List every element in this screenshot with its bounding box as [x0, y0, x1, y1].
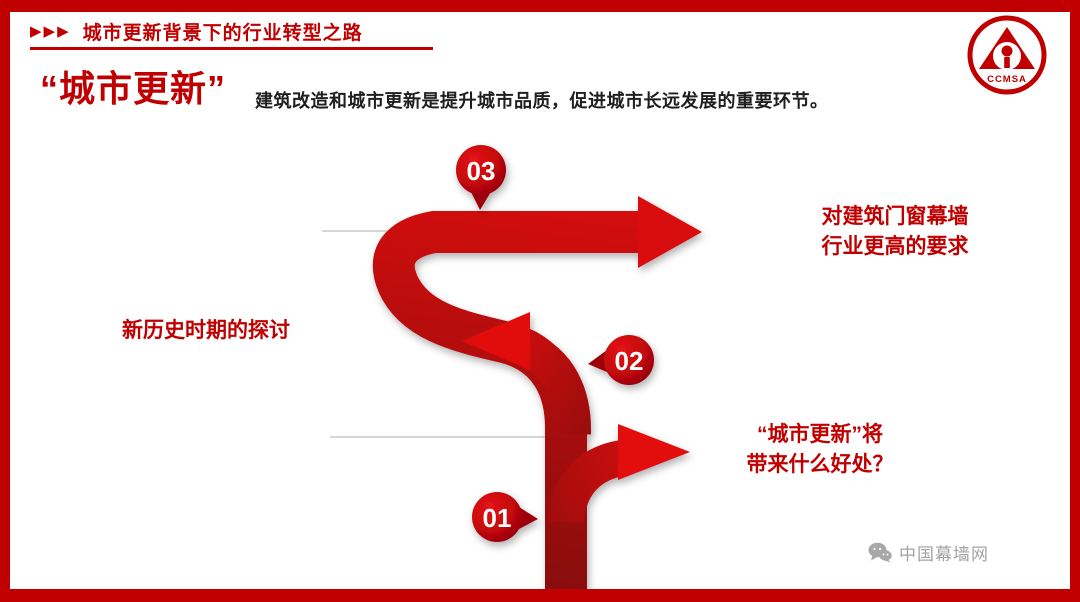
slide-subtitle: 建筑改造和城市更新是提升城市品质，促进城市长远发展的重要环节。	[255, 91, 829, 111]
ccmsa-logo: CCMSA	[966, 14, 1048, 101]
step-number-03: 03	[467, 156, 496, 186]
step-number-02: 02	[615, 346, 644, 376]
leader-line-bottom	[330, 433, 560, 441]
slide-title: “城市更新”	[40, 68, 227, 109]
header: ▶▶▶ 城市更新背景下的行业转型之路	[30, 18, 363, 45]
step-label-01-line2: 带来什么好处？	[746, 453, 894, 477]
step-label-01-line1: “城市更新”将	[757, 423, 883, 446]
arrowhead-left-middle	[462, 312, 530, 370]
arrow-diagram: 03 02 01	[322, 145, 702, 589]
step-label-03: 对建筑门窗幕墙 行业更高的要求	[790, 202, 1000, 263]
step-label-03-line1: 对建筑门窗幕墙	[821, 205, 969, 228]
watermark: 中国幕墙网	[868, 540, 989, 565]
step-badge-01: 01	[472, 492, 538, 542]
branch-arrow-right	[548, 424, 690, 524]
ccmsa-logo-icon: CCMSA	[967, 15, 1047, 95]
ccmsa-logo-caption: CCMSA	[987, 74, 1027, 85]
step-badge-02: 02	[588, 335, 654, 385]
page-title: 城市更新背景下的行业转型之路	[82, 23, 363, 44]
header-underline	[30, 47, 433, 50]
branch-arrow-left	[462, 312, 592, 435]
arrowhead-right-bottom	[618, 424, 690, 480]
wechat-icon	[868, 542, 892, 563]
step-badge-03: 03	[456, 145, 506, 210]
step-label-02-line1: 新历史时期的探讨	[122, 319, 290, 342]
step-number-01: 01	[483, 503, 512, 533]
arrowhead-right-top	[638, 196, 702, 268]
watermark-text: 中国幕墙网	[899, 545, 989, 564]
step-label-03-line2: 行业更高的要求	[821, 235, 969, 259]
step-label-01: “城市更新”将 带来什么好处？	[722, 420, 918, 481]
step-label-02: 新历史时期的探讨	[122, 316, 342, 346]
slide-canvas: 03 02 01	[10, 12, 1070, 589]
triple-arrow-icon: ▶▶▶	[30, 23, 71, 40]
